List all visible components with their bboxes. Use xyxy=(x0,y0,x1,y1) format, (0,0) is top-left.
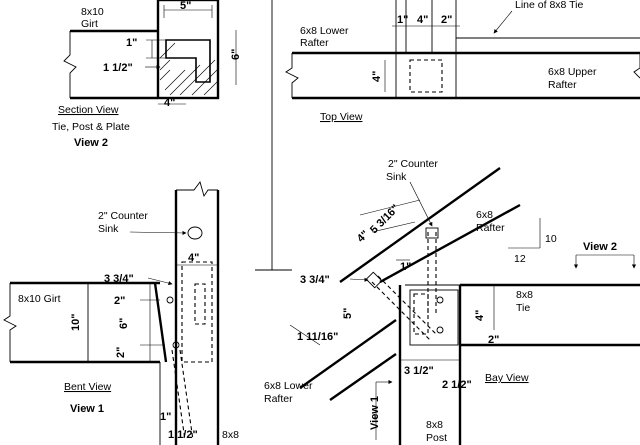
bay-view2-label: View 2 xyxy=(583,241,617,253)
top-dim-4: 4" xyxy=(417,14,428,26)
plate-section xyxy=(156,0,220,100)
post-break-line xyxy=(176,181,218,198)
bay-pitch-rise: 10 xyxy=(545,233,557,245)
bent-view-title: Bent View xyxy=(64,381,112,393)
angled-peg xyxy=(171,349,186,441)
girt-break-line-bent xyxy=(3,283,17,362)
bent-view: 4" 3 3/4" 2" 6" 2" 10" 1" 1 1/2" 2" Coun… xyxy=(3,181,239,445)
bent-dim-1: 1" xyxy=(160,411,171,423)
mortise-hidden xyxy=(181,261,213,363)
bent-post-label: 8x8 xyxy=(222,429,239,441)
bay-view: 10 12 4" 5 3/16" 3 3/4" 1" 5" 1 11/16" 4… xyxy=(264,158,640,445)
bay-counter-sink-label-1: 2" Counter xyxy=(388,158,438,170)
top-break-line-left xyxy=(285,53,299,98)
girt-angled-end xyxy=(153,282,168,363)
bay-dim-4: 4" xyxy=(355,228,372,245)
bay-peg-upper xyxy=(436,296,444,304)
top-view: 1" 4" 2" 4" 6x8 Lower Rafter Line of 8x8… xyxy=(285,0,640,123)
section-view-subtitle: Tie, Post & Plate xyxy=(52,121,130,133)
top-lower-rafter-label-2: Rafter xyxy=(300,37,329,49)
bent-view-label: View 1 xyxy=(70,403,104,415)
bay-peg-lower xyxy=(436,326,444,334)
top-dim-4-vertical: 4" xyxy=(371,71,383,82)
section-dim-6: 6" xyxy=(230,49,242,60)
section-view-title: Section View xyxy=(58,104,119,116)
section-girt-label-1: 8x10 xyxy=(81,6,104,18)
post-hidden-outline xyxy=(409,59,443,93)
bent-dim-4: 4" xyxy=(188,252,199,264)
bay-view1-label: View 1 xyxy=(369,396,381,430)
bent-dim-2-top: 2" xyxy=(114,295,125,307)
bay-post-label-1: 8x8 xyxy=(426,419,443,431)
bay-tie-label-2: Tie xyxy=(516,302,530,314)
bay-post-label-2: Post xyxy=(426,432,447,444)
upper-rafter-bottom-edge-bay xyxy=(379,203,521,284)
bay-tie-label-1: 8x8 xyxy=(516,289,533,301)
top-dim-1: 1" xyxy=(397,14,408,26)
bay-dim-2-1-2: 2 1/2" xyxy=(442,379,472,391)
top-break-line-right xyxy=(633,53,640,79)
peg-hole-lower xyxy=(172,341,180,349)
bay-dim-5: 5" xyxy=(342,308,354,319)
bay-dim-5-3-16: 5 3/16" xyxy=(368,202,402,236)
bay-dim-3-3-4: 3 3/4" xyxy=(300,274,330,286)
lower-rafter-bottom-edge-bay xyxy=(329,353,397,401)
bent-counter-sink-label-1: 2" Counter xyxy=(98,210,148,222)
bay-dim-2-right: 2" xyxy=(488,334,499,346)
section-view-label: View 2 xyxy=(74,137,108,149)
bent-dim-3-3-4: 3 3/4" xyxy=(104,273,134,285)
section-dim-1in: 1" xyxy=(126,37,137,49)
section-dim-1-1-2: 1 1/2" xyxy=(103,62,133,74)
peg-hole-upper xyxy=(166,296,174,304)
joint-box xyxy=(409,289,459,346)
bent-dim-1-1-2: 1 1/2" xyxy=(168,429,198,441)
bay-dim-1: 1" xyxy=(400,261,411,273)
bay-rafter-label-2: Rafter xyxy=(476,222,505,234)
bay-dim-1-11-16: 1 11/16" xyxy=(297,331,338,343)
bay-dim-4-right: 4" xyxy=(474,310,486,321)
bay-rafter-label-1: 6x8 xyxy=(476,209,493,221)
bent-dim-2-bottom: 2" xyxy=(115,347,127,358)
bent-counter-sink-label-2: Sink xyxy=(98,223,119,235)
bay-lower-rafter-label-2: Rafter xyxy=(264,393,293,405)
section-view: 5" 1" 1 1/2" 6" 4" 8x10 Girt Section Vie… xyxy=(52,0,242,149)
bent-dim-10: 10" xyxy=(70,314,82,331)
section-dim-top: 5" xyxy=(180,0,191,12)
tenon-profile xyxy=(165,39,211,83)
top-tie-line-label: Line of 8x8 Tie xyxy=(515,0,583,11)
girt-break-line xyxy=(63,31,77,98)
top-view-title: Top View xyxy=(320,111,363,123)
bay-lower-rafter-label-1: 6x8 Lower xyxy=(264,380,313,392)
top-lower-rafter-label-1: 6x8 Lower xyxy=(300,25,349,37)
lower-rafter-top-edge-bay xyxy=(299,319,397,389)
section-girt-label-2: Girt xyxy=(81,18,98,30)
bay-pitch-run: 12 xyxy=(514,253,526,265)
bent-dim-6: 6" xyxy=(118,318,130,329)
upper-rafter-top-edge-bay xyxy=(339,167,501,283)
top-upper-rafter-label-1: 6x8 Upper xyxy=(548,66,597,78)
counter-sink-hole xyxy=(187,226,203,240)
top-upper-rafter-label-2: Rafter xyxy=(548,79,577,91)
bay-view-title: Bay View xyxy=(485,372,529,384)
top-dim-2: 2" xyxy=(441,14,452,26)
bay-dim-3-1-2: 3 1/2" xyxy=(404,365,434,377)
bay-counter-sink-label-2: Sink xyxy=(386,171,407,183)
section-dim-4: 4" xyxy=(164,97,175,109)
bent-girt-label: 8x10 Girt xyxy=(18,293,61,305)
